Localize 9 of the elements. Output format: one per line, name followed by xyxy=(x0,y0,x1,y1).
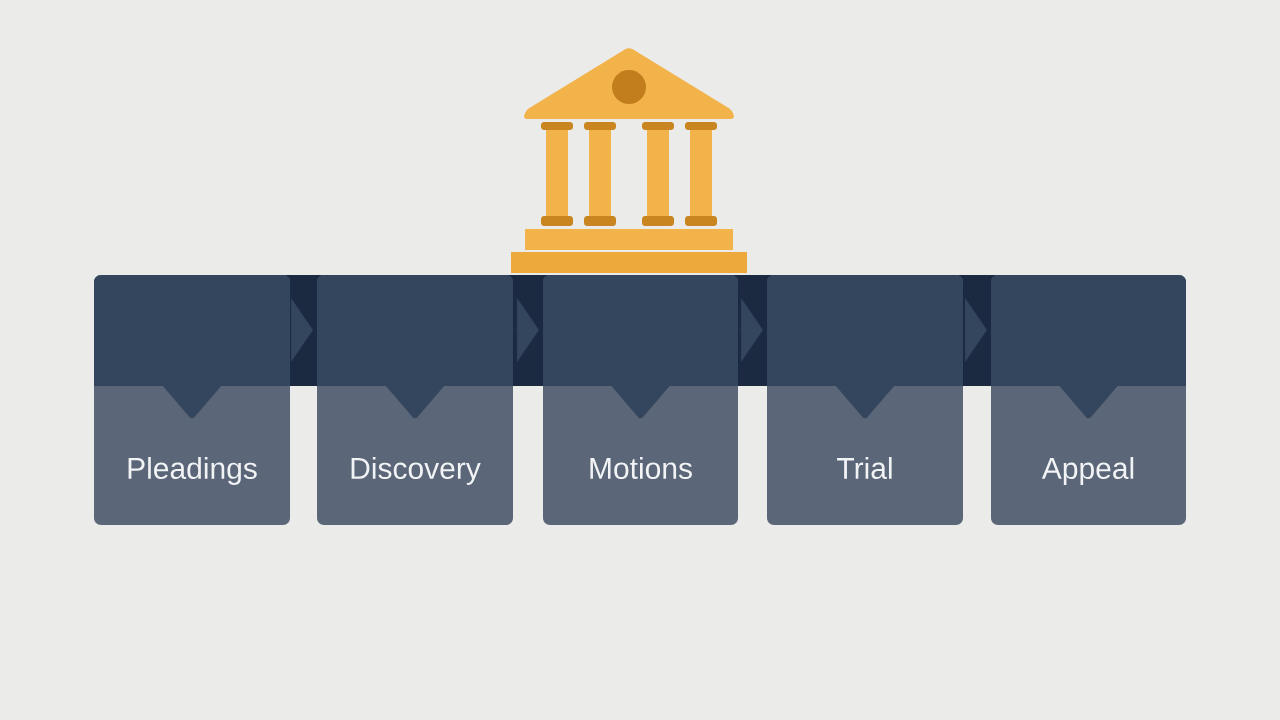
stage-card: Trial xyxy=(767,275,963,525)
stage-card: Discovery xyxy=(317,275,513,525)
chevron-arrow xyxy=(962,298,987,362)
stage-card: Motions xyxy=(543,275,738,525)
stage-card: Appeal xyxy=(991,275,1186,525)
chevron-arrow xyxy=(512,298,539,362)
chevron-arrow xyxy=(289,298,313,362)
stage-card: Pleadings xyxy=(94,275,290,525)
chevron-arrow xyxy=(737,298,763,362)
